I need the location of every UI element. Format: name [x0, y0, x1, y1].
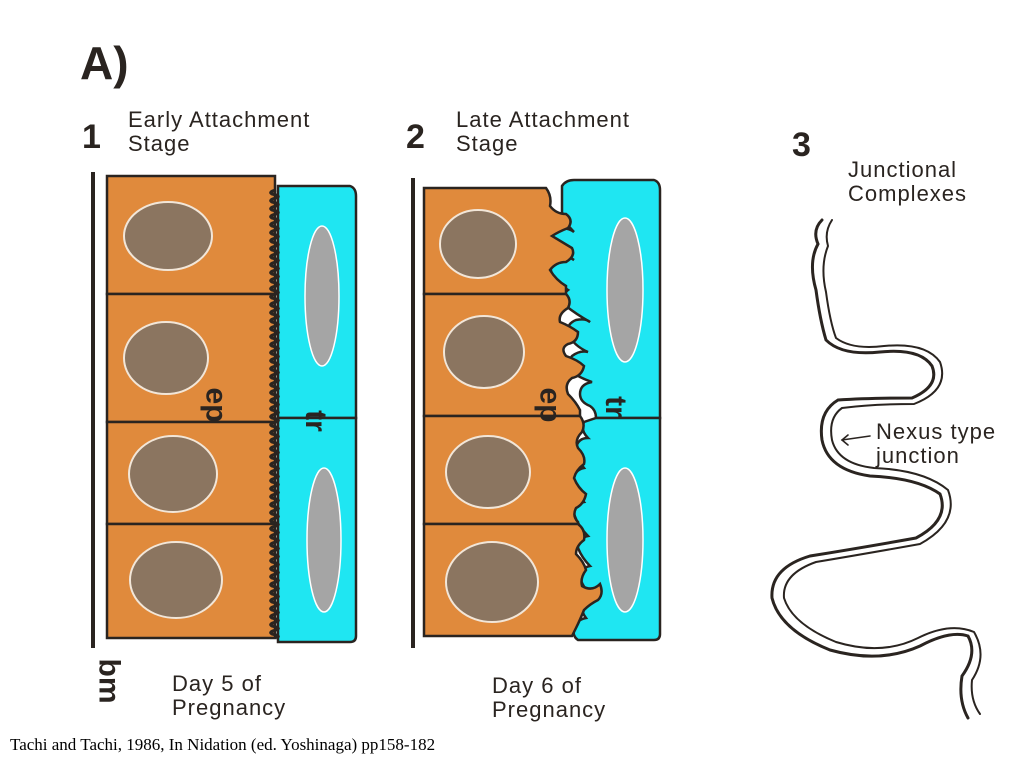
trophoblast-nucleus-2	[306, 467, 342, 613]
panel-3-title: Junctional Complexes	[848, 157, 968, 206]
epithelial-nucleus-2a	[439, 209, 517, 279]
panel-1-diagram	[91, 172, 358, 648]
epithelial-nucleus-2c	[445, 435, 531, 509]
epithelial-nucleus-1b	[123, 321, 209, 395]
epithelial-nucleus-1a	[123, 201, 213, 271]
panel-2-stage-label: Late Attachment Stage	[456, 107, 630, 156]
ep-label-2: ep	[533, 387, 567, 423]
panel-label: A)	[80, 37, 129, 89]
trophoblast-nucleus-1	[304, 225, 340, 367]
membrane-line-outer	[770, 218, 974, 720]
panel-2-diagram	[411, 178, 662, 648]
epithelial-nucleus-2d	[445, 541, 539, 623]
panel-1-day-label: Day 5 of Pregnancy	[172, 671, 287, 720]
membrane-line-inner	[782, 219, 982, 715]
epithelial-nucleus-1d	[129, 541, 223, 619]
epithelial-nucleus-1c	[128, 435, 218, 513]
microvilli-zone	[269, 188, 280, 640]
nexus-arrowhead	[840, 434, 849, 446]
panel-2-number: 2	[406, 118, 425, 156]
nexus-annotation: Nexus type junction	[876, 419, 997, 468]
trophoblast-nucleus-3	[606, 217, 644, 363]
ep-label-1: ep	[199, 387, 233, 423]
panel-2-day-label: Day 6 of Pregnancy	[492, 673, 607, 722]
panel-3-diagram	[770, 218, 982, 720]
panel-3-number: 3	[792, 126, 811, 164]
trophoblast-nucleus-4	[606, 467, 644, 613]
tr-label-1: tr	[298, 410, 332, 432]
tr-label-2: tr	[598, 396, 632, 418]
bm-label: bm	[92, 658, 126, 704]
nexus-arrow	[841, 435, 871, 441]
panel-1-stage-label: Early Attachment Stage	[128, 107, 311, 156]
panel-1-number: 1	[82, 118, 101, 156]
epithelial-nucleus-2b	[443, 315, 525, 389]
citation: Tachi and Tachi, 1986, In Nidation (ed. …	[10, 735, 436, 754]
